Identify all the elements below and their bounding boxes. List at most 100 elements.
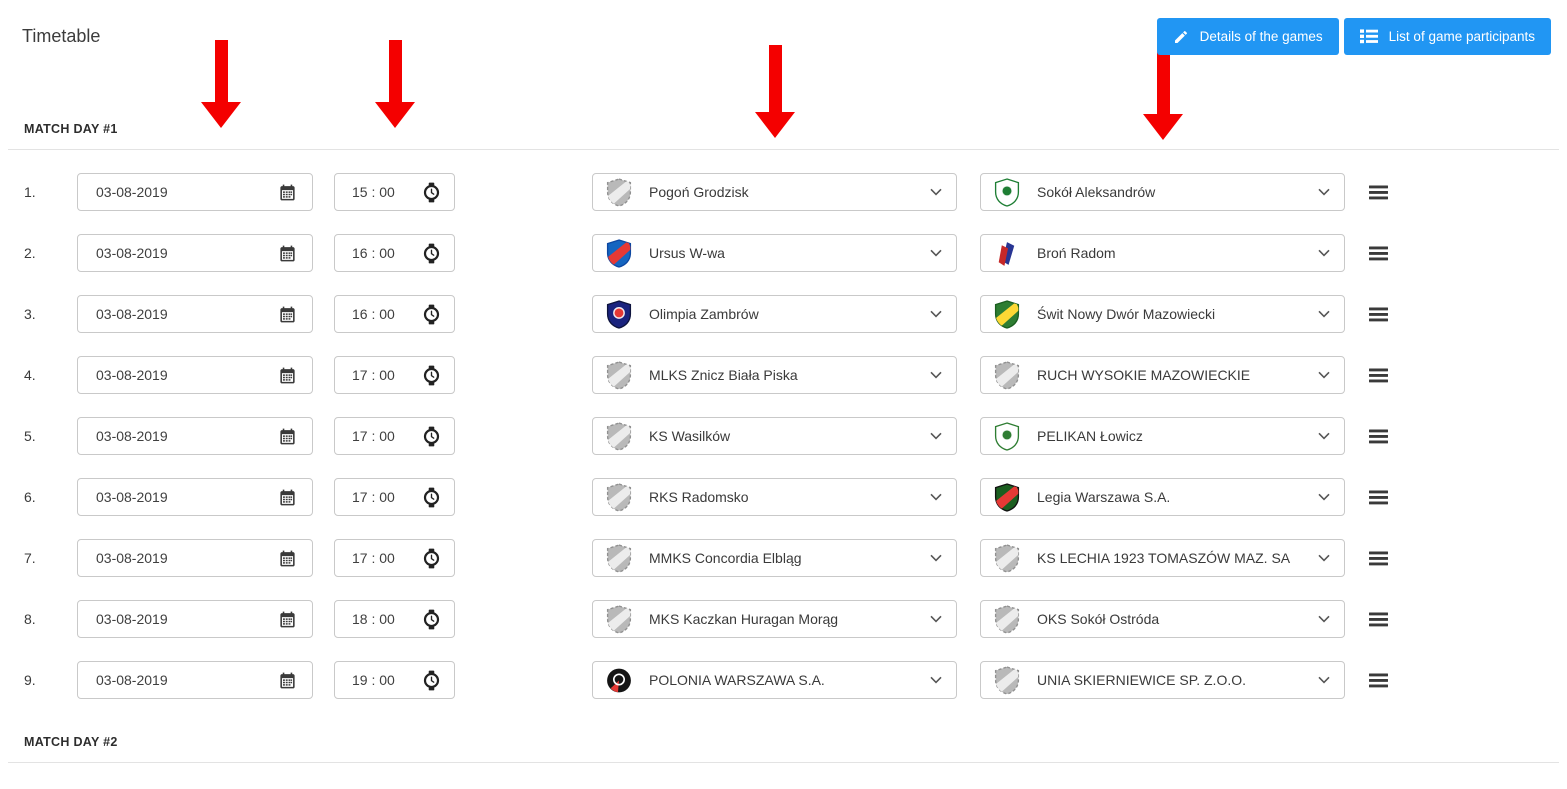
drag-handle-icon[interactable] (1369, 368, 1388, 383)
date-input[interactable]: 03-08-2019 (77, 478, 313, 516)
calendar-icon[interactable] (278, 488, 297, 507)
calendar-icon[interactable] (278, 671, 297, 690)
list-of-participants-button[interactable]: List of game participants (1343, 18, 1551, 55)
time-input[interactable]: 18 : 00 (334, 600, 455, 638)
time-input[interactable]: 17 : 00 (334, 478, 455, 516)
chevron-down-icon (1318, 615, 1330, 623)
date-input[interactable]: 03-08-2019 (77, 661, 313, 699)
home-team-select[interactable]: MLKS Znicz Biała Piska (592, 356, 957, 394)
clock-icon[interactable] (422, 304, 441, 325)
chevron-down-icon (1318, 188, 1330, 196)
clock-icon[interactable] (422, 487, 441, 508)
time-input[interactable]: 17 : 00 (334, 539, 455, 577)
date-input[interactable]: 03-08-2019 (77, 295, 313, 333)
clock-icon[interactable] (422, 365, 441, 386)
row-number: 3. (24, 306, 36, 322)
away-team-select[interactable]: RUCH WYSOKIE MAZOWIECKIE (980, 356, 1345, 394)
drag-handle-icon[interactable] (1369, 551, 1388, 566)
away-team-select[interactable]: Broń Radom (980, 234, 1345, 272)
calendar-icon[interactable] (278, 305, 297, 324)
clock-icon[interactable] (422, 243, 441, 264)
red-arrow-annotation (755, 45, 795, 138)
calendar-icon[interactable] (278, 427, 297, 446)
calendar-icon[interactable] (278, 183, 297, 202)
drag-handle-icon[interactable] (1369, 612, 1388, 627)
row-number: 6. (24, 489, 36, 505)
away-team-name: Broń Radom (1037, 245, 1116, 261)
away-team-select[interactable]: KS LECHIA 1923 TOMASZÓW MAZ. SA (980, 539, 1345, 577)
match-row: 1. 03-08-2019 15 : 00 Pogoń Grodzisk Sok… (24, 173, 1567, 211)
home-team-select[interactable]: KS Wasilków (592, 417, 957, 455)
clock-icon[interactable] (422, 609, 441, 630)
section-label: MATCH DAY #2 (24, 735, 118, 749)
time-input[interactable]: 17 : 00 (334, 356, 455, 394)
time-input[interactable]: 16 : 00 (334, 295, 455, 333)
away-team-select[interactable]: Legia Warszawa S.A. (980, 478, 1345, 516)
calendar-icon[interactable] (278, 366, 297, 385)
away-team-name: OKS Sokół Ostróda (1037, 611, 1160, 627)
home-team-name: RKS Radomsko (649, 489, 749, 505)
drag-handle-icon[interactable] (1369, 429, 1388, 444)
row-number: 7. (24, 550, 36, 566)
away-team-select[interactable]: Sokół Aleksandrów (980, 173, 1345, 211)
drag-handle-icon[interactable] (1369, 246, 1388, 261)
date-input[interactable]: 03-08-2019 (77, 356, 313, 394)
calendar-icon[interactable] (278, 549, 297, 568)
away-team-logo (993, 360, 1020, 390)
date-value: 03-08-2019 (96, 184, 168, 200)
drag-handle-icon[interactable] (1369, 185, 1388, 200)
away-team-select[interactable]: UNIA SKIERNIEWICE SP. Z.O.O. (980, 661, 1345, 699)
away-team-name: RUCH WYSOKIE MAZOWIECKIE (1037, 367, 1251, 383)
home-team-name: MLKS Znicz Biała Piska (649, 367, 798, 383)
time-input[interactable]: 19 : 00 (334, 661, 455, 699)
clock-icon[interactable] (422, 426, 441, 447)
away-team-select[interactable]: OKS Sokół Ostróda (980, 600, 1345, 638)
date-value: 03-08-2019 (96, 489, 168, 505)
drag-handle-icon[interactable] (1369, 673, 1388, 688)
date-value: 03-08-2019 (96, 306, 168, 322)
chevron-down-icon (930, 432, 942, 440)
clock-icon[interactable] (422, 182, 441, 203)
home-team-select[interactable]: MKS Kaczkan Huragan Morąg (592, 600, 957, 638)
time-input[interactable]: 15 : 00 (334, 173, 455, 211)
home-team-select[interactable]: RKS Radomsko (592, 478, 957, 516)
away-team-name: PELIKAN Łowicz (1037, 428, 1143, 444)
time-input[interactable]: 16 : 00 (334, 234, 455, 272)
calendar-icon[interactable] (278, 244, 297, 263)
date-input[interactable]: 03-08-2019 (77, 600, 313, 638)
date-input[interactable]: 03-08-2019 (77, 539, 313, 577)
date-input[interactable]: 03-08-2019 (77, 417, 313, 455)
away-team-logo (993, 177, 1020, 207)
calendar-icon[interactable] (278, 610, 297, 629)
drag-handle-icon[interactable] (1369, 490, 1388, 505)
clock-icon[interactable] (422, 548, 441, 569)
date-input[interactable]: 03-08-2019 (77, 234, 313, 272)
details-of-games-button[interactable]: Details of the games (1156, 18, 1339, 55)
home-team-select[interactable]: Ursus W-wa (592, 234, 957, 272)
time-input[interactable]: 17 : 00 (334, 417, 455, 455)
match-row: 6. 03-08-2019 17 : 00 RKS Radomsko Legia… (24, 478, 1567, 516)
chevron-down-icon (930, 371, 942, 379)
home-team-select[interactable]: Pogoń Grodzisk (592, 173, 957, 211)
chevron-down-icon (930, 188, 942, 196)
home-team-select[interactable]: POLONIA WARSZAWA S.A. (592, 661, 957, 699)
home-team-logo (605, 665, 632, 695)
drag-handle-icon[interactable] (1369, 307, 1388, 322)
date-value: 03-08-2019 (96, 550, 168, 566)
away-team-select[interactable]: Świt Nowy Dwór Mazowiecki (980, 295, 1345, 333)
away-team-name: KS LECHIA 1923 TOMASZÓW MAZ. SA (1037, 550, 1291, 566)
row-number: 1. (24, 184, 36, 200)
row-number: 4. (24, 367, 36, 383)
home-team-select[interactable]: Olimpia Zambrów (592, 295, 957, 333)
clock-icon[interactable] (422, 670, 441, 691)
home-team-select[interactable]: MMKS Concordia Elbląg (592, 539, 957, 577)
away-team-select[interactable]: PELIKAN Łowicz (980, 417, 1345, 455)
date-input[interactable]: 03-08-2019 (77, 173, 313, 211)
row-number: 2. (24, 245, 36, 261)
home-team-name: KS Wasilków (649, 428, 731, 444)
match-row: 2. 03-08-2019 16 : 00 Ursus W-wa Broń Ra… (24, 234, 1567, 272)
pencil-icon (1173, 29, 1189, 45)
date-value: 03-08-2019 (96, 672, 168, 688)
red-arrow-annotation (201, 40, 241, 128)
